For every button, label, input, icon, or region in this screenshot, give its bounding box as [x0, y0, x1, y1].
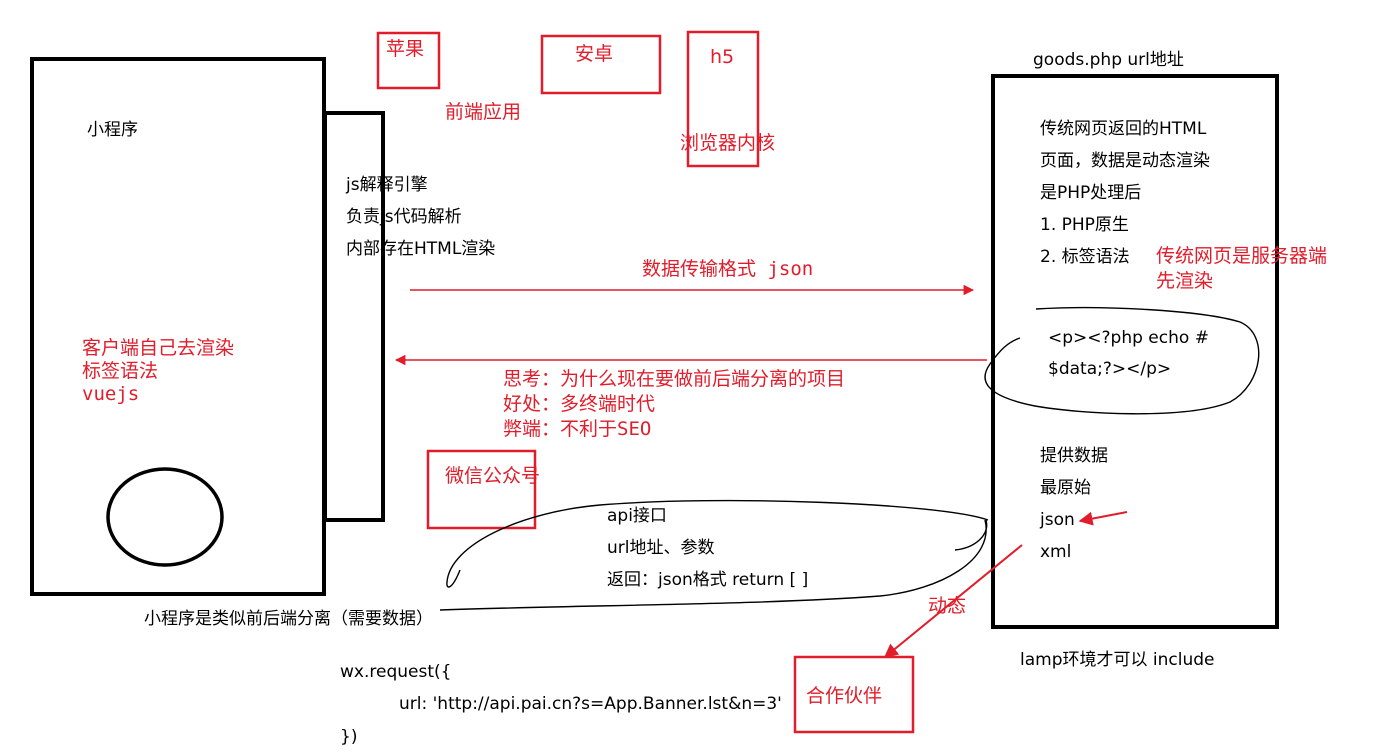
dynamic-arrow	[883, 544, 1023, 658]
frontend-label: 前端应用	[445, 101, 522, 123]
server-render-note: 传统网页是服务器端 先渲染	[1156, 244, 1327, 294]
server-render-line: 传统网页是服务器端	[1156, 245, 1328, 267]
client-render-note: 客户端自己去渲染 标签语法 vuejs	[82, 337, 234, 406]
api-loop	[439, 499, 989, 611]
engine-line: 内部存在HTML渲染	[346, 239, 496, 259]
h5-box	[686, 30, 760, 168]
php-code: <p><?php echo # $data;?></p>	[1048, 323, 1209, 385]
home-button-circle	[106, 467, 224, 567]
server-desc-line: 传统网页返回的HTML	[1040, 119, 1207, 139]
engine-line: 负责js代码解析	[346, 207, 462, 227]
engine-line: js解释引擎	[346, 175, 428, 195]
client-render-line: 标签语法	[82, 360, 159, 382]
js-engine-box	[323, 111, 385, 522]
apple-label: 苹果	[386, 38, 425, 60]
data-line: xml	[1040, 542, 1072, 562]
thinking-notes: 思考：为什么现在要做前后端分离的项目 好处：多终端时代 弊端：不利于SEO	[503, 367, 845, 442]
server-url-label: goods.php url地址	[1033, 50, 1184, 70]
api-line: api接口	[607, 506, 667, 526]
android-label: 安卓	[575, 43, 614, 65]
h5-label: h5	[710, 46, 735, 68]
code-close: })	[340, 727, 358, 747]
server-data-lines: 提供数据 最原始 json xml	[1040, 440, 1108, 568]
mini-program-note: 小程序是类似前后端分离（需要数据）	[144, 609, 433, 629]
data-line: 提供数据	[1040, 446, 1108, 466]
mini-program-title: 小程序	[87, 120, 138, 140]
php-code-line: <p><?php echo #	[1048, 328, 1209, 348]
php-code-line: $data;?></p>	[1048, 359, 1172, 379]
data-line: json	[1040, 510, 1075, 530]
json-format-label: 数据传输格式 json	[642, 258, 814, 280]
json-pointer-arrow	[1078, 511, 1128, 526]
thinking-line: 思考：为什么现在要做前后端分离的项目	[503, 368, 846, 390]
server-footer: lamp环境才可以 include	[1020, 650, 1215, 670]
server-render-line: 先渲染	[1156, 270, 1214, 292]
server-desc-line: 页面，数据是动态渲染	[1040, 151, 1210, 171]
code-url: url: 'http://api.pai.cn?s=App.Banner.lst…	[399, 694, 782, 714]
server-box	[991, 74, 1279, 629]
data-line: 最原始	[1040, 478, 1091, 498]
thinking-line: 弊端：不利于SEO	[503, 418, 652, 440]
server-description: 传统网页返回的HTML 页面，数据是动态渲染 是PHP处理后 1. PHP原生 …	[1040, 113, 1210, 273]
browser-kernel-label: 浏览器内核	[680, 132, 776, 154]
partner-box	[793, 655, 915, 734]
apple-box	[376, 31, 441, 90]
api-line: 返回：json格式 return [ ]	[607, 570, 809, 590]
code-open: wx.request({	[340, 662, 452, 682]
partner-label: 合作伙伴	[806, 685, 883, 707]
php-code-loop	[984, 306, 1260, 415]
api-notes: api接口 url地址、参数 返回：json格式 return [ ]	[607, 500, 808, 596]
engine-notes: js解释引擎 负责js代码解析 内部存在HTML渲染	[346, 169, 495, 265]
client-render-line: 客户端自己去渲染	[82, 337, 235, 359]
server-desc-line: 1. PHP原生	[1040, 215, 1129, 235]
thinking-line: 好处：多终端时代	[503, 393, 656, 415]
wechat-label: 微信公众号	[445, 465, 541, 487]
dynamic-label: 动态	[928, 595, 967, 617]
server-desc-line: 是PHP处理后	[1040, 183, 1142, 203]
server-desc-line: 2. 标签语法	[1040, 247, 1130, 267]
mini-program-box	[30, 57, 326, 596]
android-box	[540, 34, 662, 95]
client-render-line: vuejs	[82, 383, 140, 405]
wechat-box	[426, 449, 537, 530]
api-line: url地址、参数	[607, 538, 715, 558]
